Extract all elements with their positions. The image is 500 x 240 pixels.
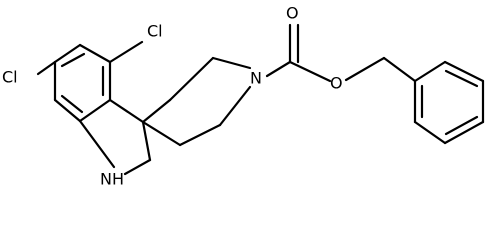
bond-c6-cl [36,60,57,76]
phenyl-ring [382,56,485,145]
atom-o-ester: O [330,74,343,93]
indoline-five-ring [78,98,152,176]
atom-cl-top: Cl [147,22,163,41]
structure-diagram: Cl Cl NH N O O [2,4,485,189]
bond-c4-cl [108,40,144,64]
piperidine-ring [141,56,252,147]
atom-nh: NH [100,170,124,189]
atom-n-piperidine: N [250,69,262,88]
carbamate-group [265,23,386,83]
atom-cl-left: Cl [2,68,18,87]
indoline-benzene-ring [53,43,112,123]
atom-o-carbonyl: O [286,4,299,23]
